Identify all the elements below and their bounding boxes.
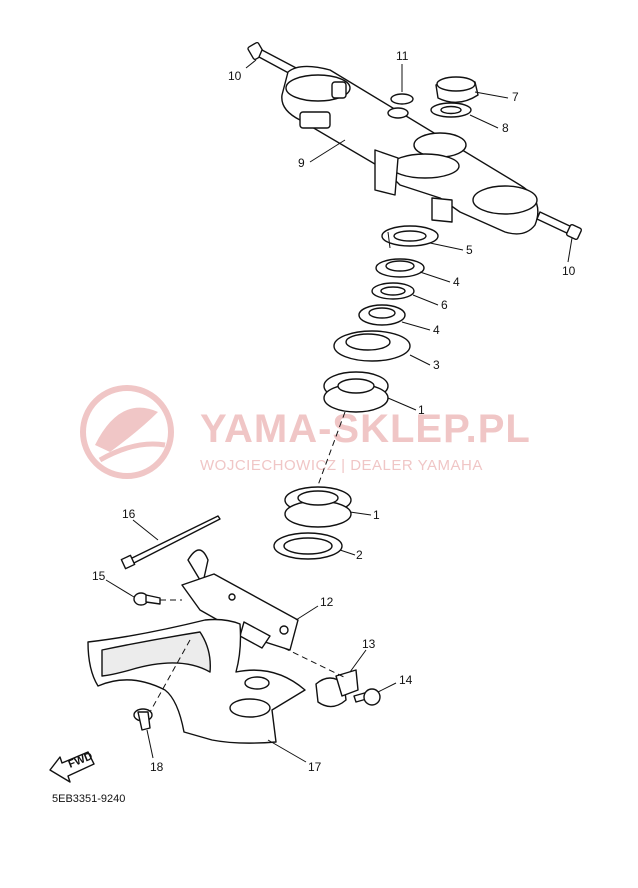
watermark: YAMA-SKLEP.PL WOJCIECHOWICZ | DEALER YAM… — [80, 385, 531, 479]
callout-10-lower: 10 — [562, 264, 576, 278]
callout-12: 12 — [320, 595, 334, 609]
callout-15: 15 — [92, 569, 106, 583]
callout-4-upper: 4 — [453, 275, 460, 289]
dust-seal-2 — [273, 532, 343, 560]
callout-8: 8 — [502, 121, 509, 135]
callout-6: 6 — [441, 298, 448, 312]
callout-14: 14 — [399, 673, 413, 687]
callout-4-lower: 4 — [433, 323, 440, 337]
clamp-13 — [315, 669, 359, 708]
callout-5: 5 — [466, 243, 473, 257]
bracket-12 — [181, 549, 299, 651]
callout-labels: 10 11 7 8 9 10 5 4 6 4 3 1 1 2 16 15 12 … — [92, 49, 576, 774]
fwd-arrow-icon: FWD — [49, 750, 95, 783]
ring-nut-4-upper — [375, 258, 425, 278]
cowling-17 — [87, 618, 306, 744]
leader-lines — [105, 59, 573, 763]
watermark-brand: YAMA-SKLEP.PL — [200, 407, 531, 451]
bolt-10-lower — [536, 211, 583, 241]
bolt-15 — [133, 592, 182, 606]
callout-11: 11 — [396, 49, 409, 63]
bearing-1-lower — [284, 486, 352, 528]
washer-11 — [390, 93, 414, 105]
callout-13: 13 — [362, 637, 376, 651]
bolt-14 — [353, 688, 381, 706]
bearing-cover-3 — [333, 330, 411, 362]
drawing-code: 5EB3351-9240 — [52, 793, 125, 805]
watermark-dealer: WOJCIECHOWICZ | DEALER YAMAHA — [200, 457, 483, 474]
bearing-1-upper — [323, 371, 389, 413]
callout-1-upper: 1 — [418, 403, 425, 417]
ring-nut-4-lower — [358, 304, 406, 326]
screw-18 — [133, 708, 153, 731]
upper-bracket-9 — [281, 65, 539, 235]
callout-7: 7 — [512, 90, 519, 104]
watermark-logo-icon — [80, 385, 174, 479]
lock-washer-5 — [381, 225, 439, 249]
steering-axis-line — [316, 411, 346, 489]
callout-2: 2 — [356, 548, 363, 562]
callout-17: 17 — [308, 760, 322, 774]
callout-9: 9 — [298, 156, 305, 170]
callout-1-lower: 1 — [373, 508, 380, 522]
callout-16: 16 — [122, 507, 136, 521]
callout-18: 18 — [150, 760, 164, 774]
cable-tie-16 — [120, 515, 221, 570]
callout-10-upper: 10 — [228, 69, 242, 83]
callout-3: 3 — [433, 358, 440, 372]
steering-nut-7 — [435, 76, 479, 103]
